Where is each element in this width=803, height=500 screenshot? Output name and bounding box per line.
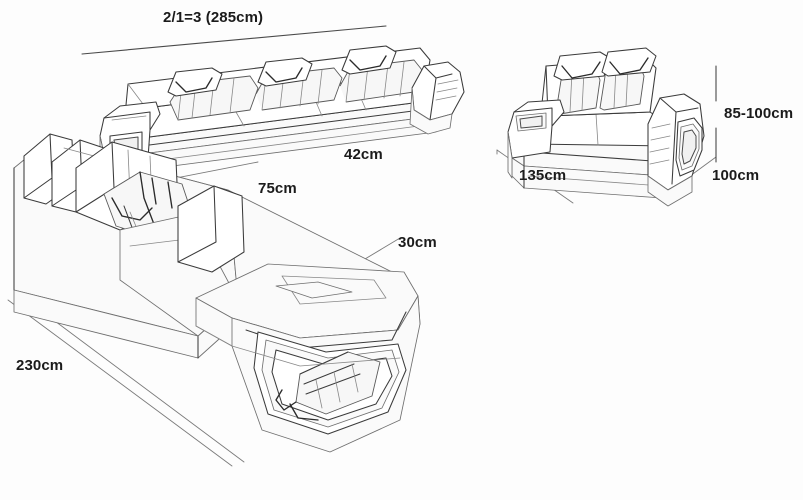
dimension-label-loveseat-width: 135cm <box>519 167 567 184</box>
two-seater-loveseat <box>507 47 705 207</box>
dimension-label-back-height: 75cm <box>258 180 297 197</box>
dimension-label-sectional-length: 230cm <box>16 357 64 374</box>
dimension-line-overall-width <box>81 25 387 55</box>
dimension-label-loveseat-depth: 100cm <box>712 167 760 184</box>
dimension-label-chaise-depth: 30cm <box>398 234 437 251</box>
l-shaped-sectional-chaise <box>13 133 421 453</box>
dimension-label-overall-width: 2/1=3 (285cm) <box>163 9 264 26</box>
dimension-label-loveseat-height: 85-100cm <box>724 105 794 122</box>
three-seater-sofa <box>99 45 465 183</box>
dimension-label-seat-height: 42cm <box>344 146 383 163</box>
